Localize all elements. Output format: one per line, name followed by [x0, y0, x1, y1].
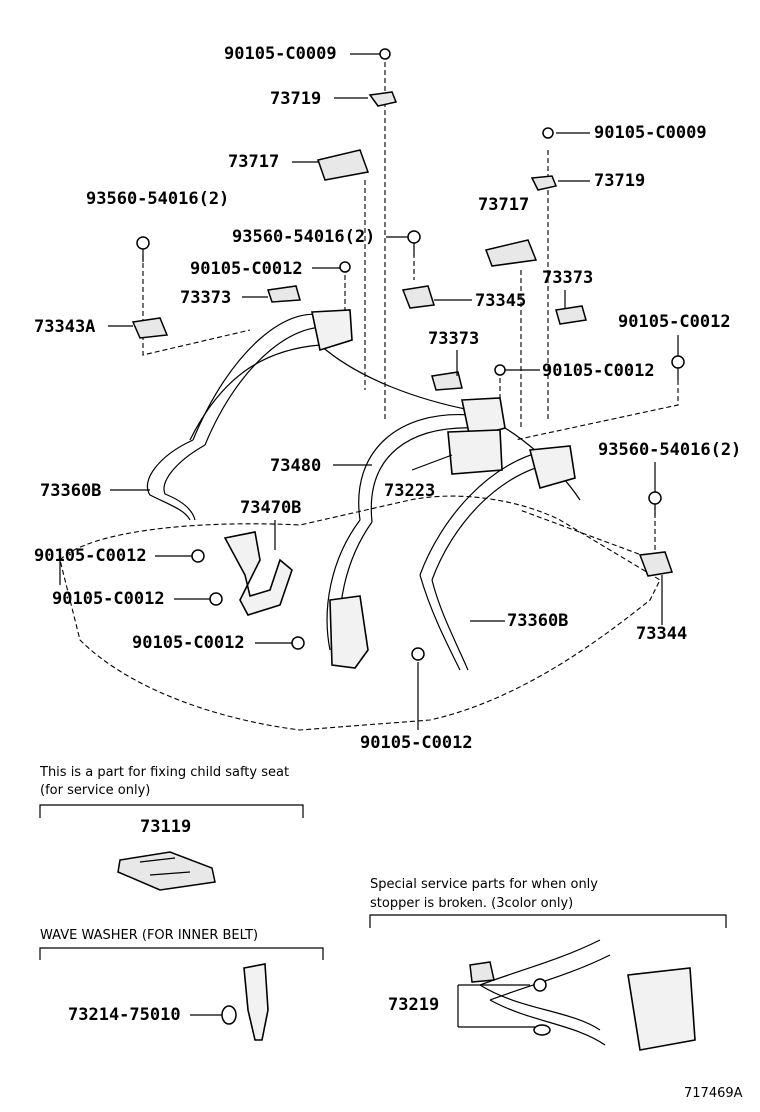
clip-73373-a — [267, 285, 301, 303]
belt-guide-73719-left — [368, 91, 398, 107]
retractor-right — [528, 445, 576, 489]
buckle-73470B — [223, 531, 293, 616]
rear-seat-outline — [59, 495, 661, 731]
part-label: 73214-75010 — [68, 1005, 181, 1025]
seat-belt-73480 — [358, 413, 479, 523]
retractor-left — [311, 309, 353, 352]
belt-guide-73719-right — [530, 175, 558, 191]
part-label: 93560-54016(2) — [86, 189, 230, 209]
part-label: 93560-54016(2) — [598, 440, 742, 460]
bolt-icon — [379, 48, 391, 60]
special-parts-note-line1: Special service parts for when only — [370, 877, 598, 892]
part-label: 73360B — [40, 481, 102, 501]
part-label: 73373 — [180, 288, 232, 308]
part-label: 73119 — [140, 817, 192, 837]
bolt-icon — [136, 236, 150, 262]
part-label: 90105-C0012 — [190, 259, 303, 279]
child-seat-note-line2: (for service only) — [40, 783, 151, 798]
bolt-icon — [209, 592, 223, 606]
part-label: 90105-C0012 — [132, 633, 245, 653]
buckle-center — [329, 595, 369, 669]
stopper-button-lower — [533, 1024, 551, 1036]
part-label: 73223 — [384, 481, 436, 501]
inner-belt-buckle — [243, 963, 269, 1041]
part-label: 90105-C0009 — [224, 44, 337, 64]
bolt-icon — [542, 127, 554, 139]
part-label: 90105-C0012 — [618, 312, 731, 332]
bracket-73343A — [131, 317, 169, 339]
bolt-icon — [411, 647, 425, 661]
bracket-73345 — [401, 285, 435, 309]
child-seat-fixing-part-73119 — [117, 851, 216, 891]
part-label: 73480 — [270, 456, 322, 476]
part-label: 90105-C0012 — [542, 361, 655, 381]
bolt-icon — [407, 230, 421, 256]
part-label: 73343A — [34, 317, 96, 337]
bolt-icon — [494, 364, 506, 376]
bolt-icon — [339, 261, 351, 273]
part-label: 73470B — [240, 498, 302, 518]
part-label: 73373 — [428, 329, 480, 349]
bolt-icon — [191, 549, 205, 563]
part-label: 73373 — [542, 268, 594, 288]
retractor-center — [461, 397, 506, 440]
part-label: 93560-54016(2) — [232, 227, 376, 247]
bolt-icon — [671, 355, 685, 380]
part-label: 73719 — [270, 89, 322, 109]
wave-washer-73214-75010 — [221, 1005, 237, 1025]
diagram-reference-number: 717469A — [684, 1086, 743, 1101]
part-label: 73219 — [388, 995, 440, 1015]
part-label: 90105-C0012 — [360, 733, 473, 753]
part-label: 73345 — [475, 291, 527, 311]
part-label: 90105-C0012 — [52, 589, 165, 609]
stopper-retractor — [627, 967, 696, 1051]
bolt-icon — [291, 636, 305, 650]
part-label: 73717 — [478, 195, 530, 215]
clip-73373-c — [431, 371, 463, 391]
clip-73373-b — [555, 305, 587, 325]
cover-73717-left — [317, 149, 370, 181]
bracket-73344 — [638, 551, 674, 577]
special-parts-note-line2: stopper is broken. (3color only) — [370, 896, 574, 911]
stopper-tab — [469, 961, 495, 983]
part-label: 73360B — [507, 611, 569, 631]
part-label: 90105-C0012 — [34, 546, 147, 566]
part-label: 90105-C0009 — [594, 123, 707, 143]
part-label: 73344 — [636, 624, 688, 644]
stopper-button-upper — [533, 978, 547, 992]
bolt-icon — [648, 491, 662, 516]
child-seat-note-line1: This is a part for fixing child safty se… — [40, 765, 290, 780]
retractor-bracket-73223 — [447, 429, 503, 475]
wave-washer-note: WAVE WASHER (FOR INNER BELT) — [40, 928, 259, 943]
cover-73717-right — [484, 239, 538, 267]
part-label: 73719 — [594, 171, 646, 191]
stopper-belt — [479, 939, 611, 1001]
part-label: 73717 — [228, 152, 280, 172]
